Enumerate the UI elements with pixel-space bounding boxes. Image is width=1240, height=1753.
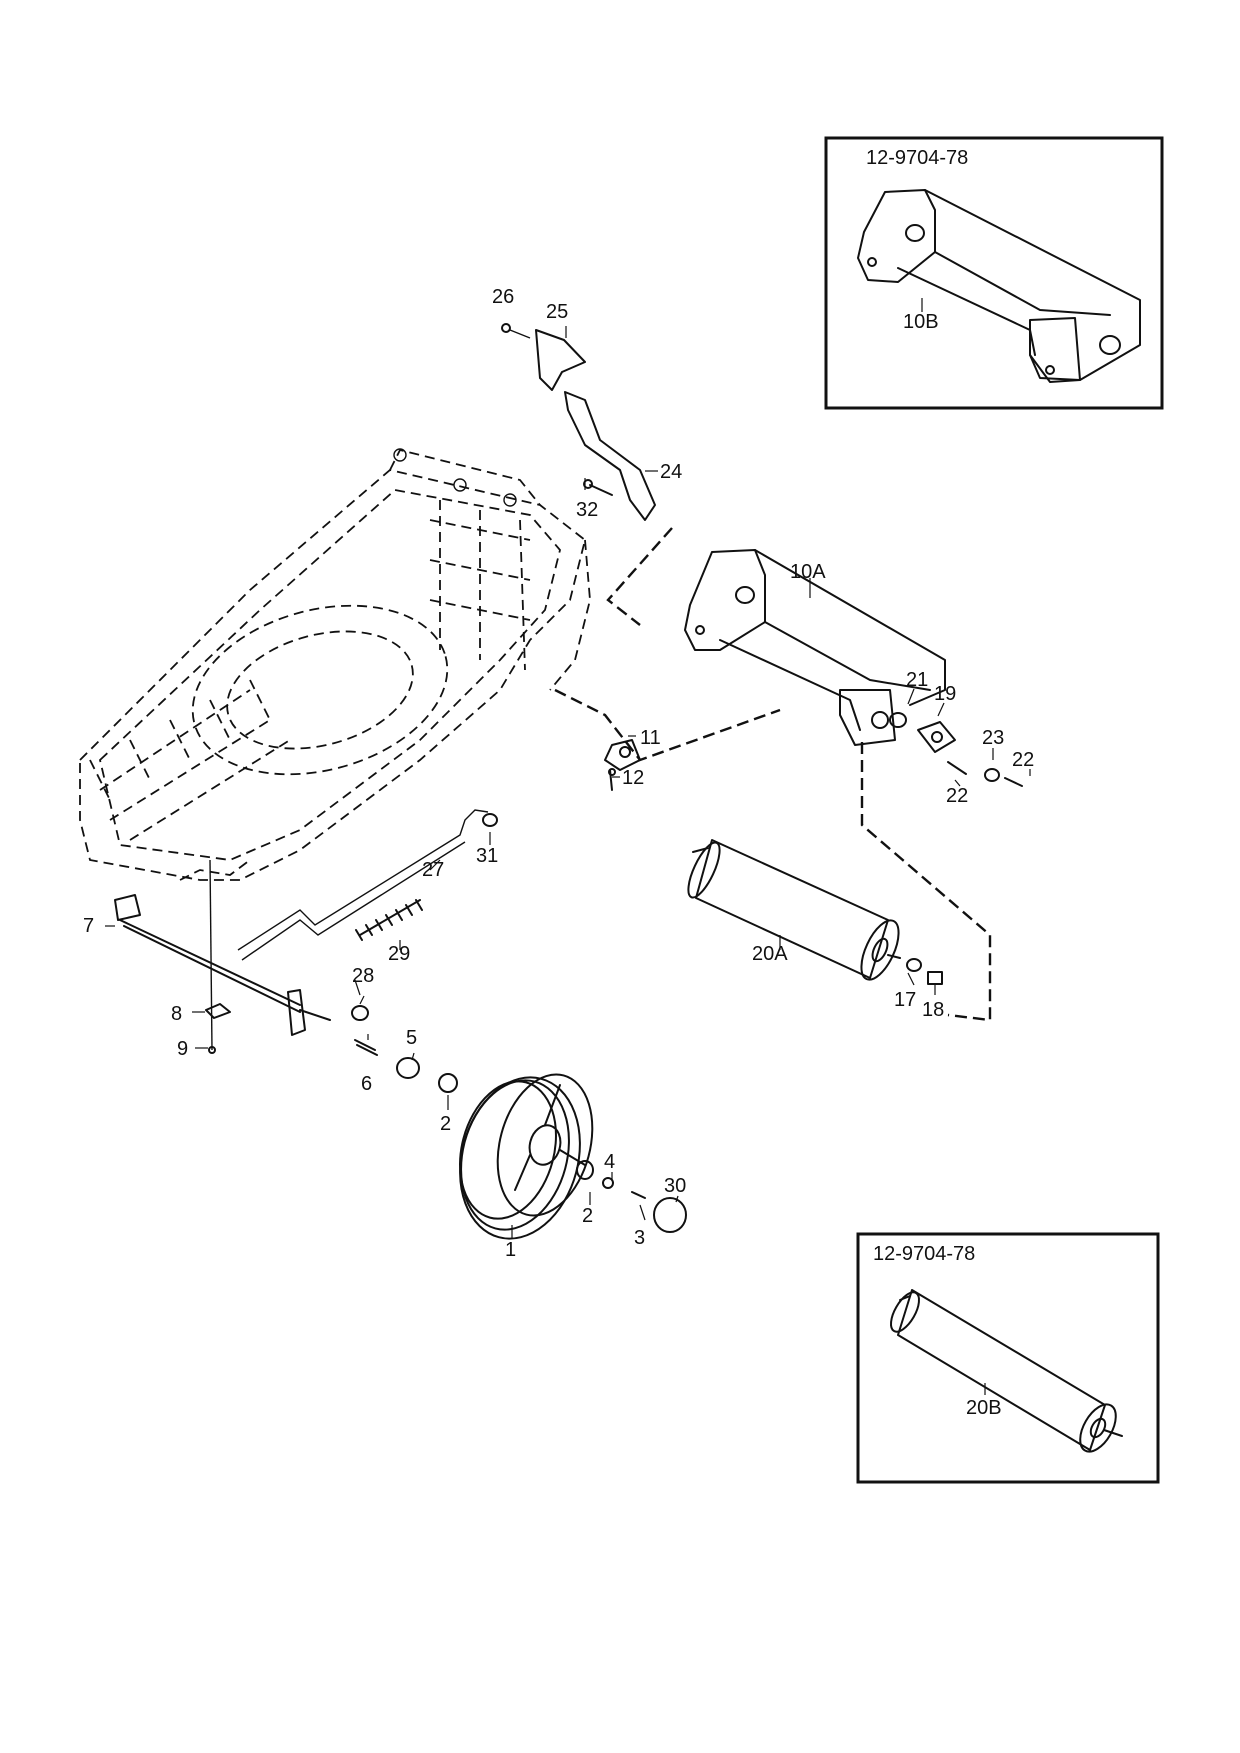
wheel-1 [459, 1073, 687, 1240]
callout-20a: 20A [752, 943, 788, 965]
callout-2-right: 2 [582, 1205, 593, 1227]
callout-4: 4 [604, 1151, 615, 1173]
callout-23: 23 [982, 727, 1004, 749]
callout-8: 8 [171, 1003, 182, 1025]
callout-3: 3 [634, 1227, 645, 1249]
roller-bracket-10b [857, 189, 1141, 383]
roller-20a [687, 839, 943, 985]
height-lever-assembly [501, 323, 656, 521]
callout-30: 30 [664, 1175, 686, 1197]
callout-31: 31 [476, 845, 498, 867]
callout-25: 25 [546, 301, 568, 323]
roller-20b [890, 1289, 1123, 1453]
callout-10b: 10B [903, 311, 939, 333]
callout-leaders [105, 326, 1031, 1238]
inset-code-top: 12-9704-78 [866, 147, 968, 169]
mower-deck-outline [79, 448, 591, 881]
callout-labels: 26 25 24 32 10A 11 12 21 19 23 22 22 31 … [83, 286, 1034, 1261]
callout-17: 17 [894, 989, 916, 1011]
callout-5: 5 [406, 1027, 417, 1049]
inset-code-bottom: 12-9704-78 [873, 1243, 975, 1265]
callout-7: 7 [83, 915, 94, 937]
inset-box-10b: 12-9704-78 10B [824, 136, 1164, 410]
callout-22-right: 22 [1012, 749, 1034, 771]
callout-20b: 20B [966, 1397, 1002, 1419]
callout-6: 6 [361, 1073, 372, 1095]
callout-1: 1 [505, 1239, 516, 1261]
assembly-connector-lines [209, 527, 992, 1051]
callout-2-left: 2 [440, 1113, 451, 1135]
callout-19: 19 [934, 683, 956, 705]
callout-22-left: 22 [946, 785, 968, 807]
callout-32: 32 [576, 499, 598, 521]
callout-21: 21 [906, 669, 928, 691]
callout-9: 9 [177, 1038, 188, 1060]
callout-24: 24 [660, 461, 682, 483]
roller-bracket-10a [684, 549, 946, 746]
bracket-11-screw-12 [604, 739, 641, 791]
callout-28: 28 [352, 965, 374, 987]
callout-12: 12 [622, 767, 644, 789]
callout-10a: 10A [790, 561, 826, 583]
callout-11: 11 [640, 727, 661, 749]
inset-box-20b: 12-9704-78 20B [856, 1232, 1160, 1484]
callout-18: 18 [922, 999, 944, 1021]
callout-26: 26 [492, 286, 514, 308]
callout-29: 29 [388, 943, 410, 965]
rear-axle-assembly [114, 809, 498, 1093]
roller-fasteners-right [889, 712, 1023, 787]
callout-27: 27 [422, 859, 444, 881]
